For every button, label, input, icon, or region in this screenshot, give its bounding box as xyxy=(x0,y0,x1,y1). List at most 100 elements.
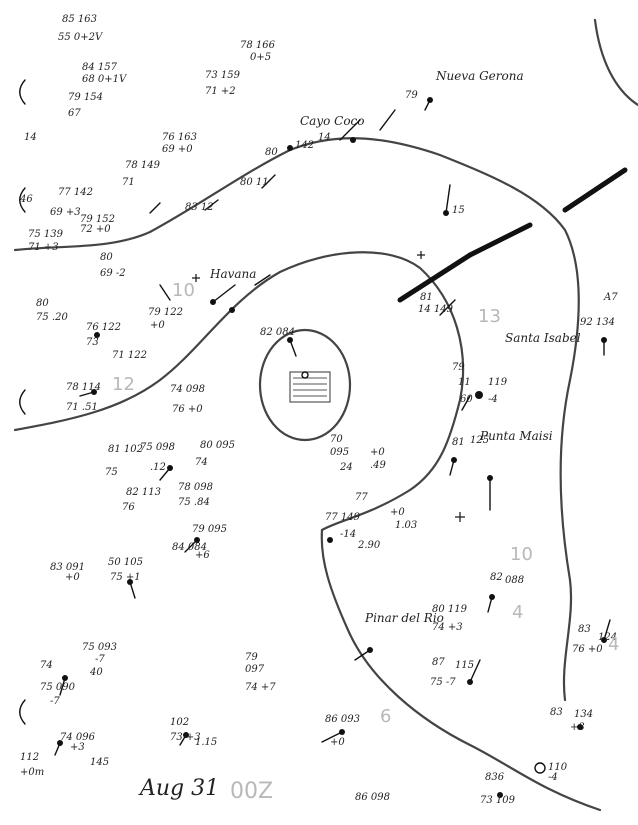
svg-text:10: 10 xyxy=(510,544,533,565)
svg-text:145: 145 xyxy=(90,757,109,768)
svg-text:83: 83 xyxy=(550,707,563,718)
svg-text:74 096: 74 096 xyxy=(60,732,96,743)
svg-text:81: 81 xyxy=(420,292,433,303)
svg-text:-4: -4 xyxy=(488,394,498,405)
place-pinar-del-rio: Pinar del Rio xyxy=(364,611,444,625)
svg-text:69 +3: 69 +3 xyxy=(50,207,81,218)
svg-text:124: 124 xyxy=(598,632,617,643)
isobar-outer xyxy=(13,137,580,702)
svg-text:74: 74 xyxy=(40,660,53,671)
svg-text:102: 102 xyxy=(170,717,189,728)
svg-text:+3: +3 xyxy=(570,722,585,733)
svg-text:80: 80 xyxy=(265,147,278,158)
svg-text:74 +7: 74 +7 xyxy=(245,682,276,693)
svg-text:A7: A7 xyxy=(603,292,618,303)
svg-text:+0: +0 xyxy=(150,320,165,331)
svg-text:088: 088 xyxy=(505,575,524,586)
svg-text:79 154: 79 154 xyxy=(68,92,103,103)
svg-text:.49: .49 xyxy=(370,460,387,471)
svg-text:112: 112 xyxy=(20,752,39,763)
svg-text:75 090: 75 090 xyxy=(40,682,76,693)
svg-text:78 166: 78 166 xyxy=(240,40,276,51)
svg-text:71 +3: 71 +3 xyxy=(28,242,59,253)
svg-text:82 084: 82 084 xyxy=(260,327,295,338)
svg-text:83: 83 xyxy=(578,624,591,635)
svg-text:77: 77 xyxy=(355,492,368,503)
svg-text:77 142: 77 142 xyxy=(58,187,93,198)
hurricane-center xyxy=(289,371,331,403)
svg-text:2.90: 2.90 xyxy=(357,540,381,551)
pressure-value: 163 xyxy=(78,14,97,25)
svg-text:+3: +3 xyxy=(70,742,85,753)
svg-text:095: 095 xyxy=(330,447,349,458)
place-punta-maisi: Punta Maisi xyxy=(479,429,553,443)
svg-text:86 098: 86 098 xyxy=(355,792,390,803)
svg-text:75 093: 75 093 xyxy=(82,642,117,653)
map-timestamp: Aug 31 00Z xyxy=(138,776,273,804)
svg-text:71 +2: 71 +2 xyxy=(205,86,236,97)
isobar-center xyxy=(258,328,352,442)
svg-text:6: 6 xyxy=(380,706,391,727)
edge-arcs xyxy=(19,79,26,725)
svg-text:79 122: 79 122 xyxy=(148,307,183,318)
svg-text:+0: +0 xyxy=(65,572,80,583)
svg-text:115: 115 xyxy=(455,660,474,671)
svg-text:80: 80 xyxy=(36,298,49,309)
svg-text:68 0+1V: 68 0+1V xyxy=(82,74,128,85)
svg-text:84 157: 84 157 xyxy=(82,62,118,73)
cross-markers xyxy=(192,251,465,522)
svg-text:75 139: 75 139 xyxy=(28,229,64,240)
svg-text:79: 79 xyxy=(245,652,258,663)
svg-text:75: 75 xyxy=(105,467,118,478)
time-label: 00Z xyxy=(230,779,273,804)
svg-text:73 109: 73 109 xyxy=(480,795,516,806)
svg-text:75 -7: 75 -7 xyxy=(430,677,456,688)
svg-text:79: 79 xyxy=(452,362,465,373)
svg-text:+0: +0 xyxy=(330,737,345,748)
svg-text:69 +0: 69 +0 xyxy=(162,144,193,155)
svg-text:142: 142 xyxy=(295,140,314,151)
svg-text:77 149: 77 149 xyxy=(325,512,361,523)
svg-text:+0m: +0m xyxy=(20,767,44,778)
svg-text:82 113: 82 113 xyxy=(126,487,161,498)
place-cayo-coco: Cayo Coco xyxy=(300,114,365,128)
svg-text:40: 40 xyxy=(89,667,103,678)
svg-text:74 +3: 74 +3 xyxy=(432,622,463,633)
svg-text:76 163: 76 163 xyxy=(162,132,197,143)
isobar-middle xyxy=(13,251,465,532)
svg-text:14: 14 xyxy=(318,132,331,143)
gray-labels: 10 13 12 10 4 4 6 xyxy=(112,280,619,727)
svg-text:1.03: 1.03 xyxy=(395,520,417,531)
svg-text:79 152: 79 152 xyxy=(80,214,115,225)
svg-text:79 095: 79 095 xyxy=(192,524,227,535)
svg-text:-4: -4 xyxy=(548,772,558,783)
svg-text:87: 87 xyxy=(432,657,445,668)
place-santa-isabel: Santa Isabel xyxy=(505,331,581,345)
front-mid2 xyxy=(467,222,533,258)
svg-text:11: 11 xyxy=(458,377,471,388)
svg-text:50 105: 50 105 xyxy=(108,557,143,568)
svg-text:55 0+2V: 55 0+2V xyxy=(58,32,104,43)
svg-text:74 098: 74 098 xyxy=(170,384,205,395)
svg-text:80 095: 80 095 xyxy=(200,440,235,451)
svg-text:81 102: 81 102 xyxy=(108,444,143,455)
front-mid xyxy=(397,252,473,303)
svg-text:-14: -14 xyxy=(340,529,356,540)
svg-text:60: 60 xyxy=(460,394,473,405)
svg-text:0+5: 0+5 xyxy=(250,52,271,63)
svg-text:67: 67 xyxy=(68,108,81,119)
svg-text:92 134: 92 134 xyxy=(580,317,615,328)
svg-text:4: 4 xyxy=(608,634,619,655)
svg-text:78 114: 78 114 xyxy=(66,382,101,393)
svg-text:85 163: 85 163 xyxy=(62,14,97,25)
svg-text:14: 14 xyxy=(24,132,37,143)
svg-text:24: 24 xyxy=(339,462,353,473)
svg-text:14 149: 14 149 xyxy=(418,304,454,315)
svg-text:.12: .12 xyxy=(150,462,166,473)
svg-text:+0: +0 xyxy=(370,447,385,458)
place-nueva-gerona: Nueva Gerona xyxy=(435,69,524,83)
svg-text:097: 097 xyxy=(245,664,265,675)
svg-text:12: 12 xyxy=(112,374,135,395)
svg-text:110: 110 xyxy=(548,762,568,773)
